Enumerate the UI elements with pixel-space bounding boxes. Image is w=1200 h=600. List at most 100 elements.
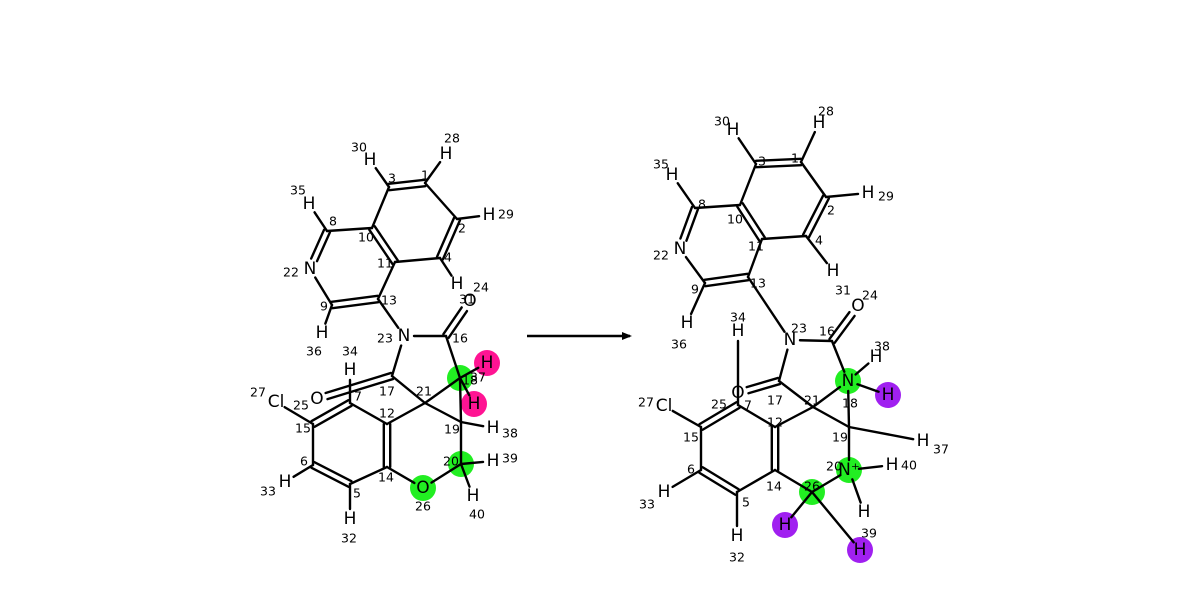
product-atom-index: 3 [758, 154, 766, 169]
product-atom-index: 20 [826, 459, 842, 474]
product-atom-index: 39 [861, 526, 877, 541]
reactant-atom-index: 6 [300, 454, 308, 469]
reactant-atom-symbol: Cl [268, 392, 285, 412]
reactant-atom-symbol: O [310, 389, 323, 409]
reactant-atom-index: 34 [342, 344, 358, 359]
product-atom-symbol: H [882, 385, 895, 405]
reactant-atom-index: 30 [351, 140, 367, 155]
reactant-atom-index: 21 [416, 384, 432, 399]
reactant-atom-index: 28 [444, 131, 460, 146]
reactant-atom-index: 24 [473, 280, 489, 295]
product-atom-index: 4 [815, 233, 823, 248]
product-bond [703, 272, 750, 288]
reactant-atom-symbol: H [487, 418, 500, 438]
product-bond [770, 425, 780, 472]
reactant-bond [455, 215, 481, 221]
reactant-bond [459, 462, 471, 488]
reactant-bond [423, 160, 442, 185]
product-atom-symbol: H [858, 502, 871, 522]
reactant-bond [385, 465, 416, 485]
product-atom-index: 6 [687, 462, 695, 477]
reactant-atom-index: 4 [444, 250, 452, 265]
product-bond [689, 281, 707, 316]
reactant-atom-symbol: H [483, 205, 496, 225]
product-atom-index: 35 [653, 157, 669, 172]
product-bonds [671, 130, 915, 544]
reactant-bond [309, 228, 332, 263]
product-atom-index: 14 [766, 479, 782, 494]
reactant-bond [376, 297, 400, 330]
reactant-atom-index: 17 [379, 384, 395, 399]
product-bond [811, 385, 842, 409]
reactant-atom-index: 37 [470, 370, 486, 385]
product-bond [737, 137, 758, 166]
reactant-atom-index: 15 [295, 421, 311, 436]
reactant-atom-symbol: N [304, 259, 317, 279]
reactant-atom-index: 12 [379, 406, 395, 421]
reactant-atom-symbol: H [487, 451, 500, 471]
reactant-atom-index: 8 [329, 214, 337, 229]
reactant-bond [385, 401, 427, 426]
product-atom-symbol: H [917, 431, 930, 451]
product-atom-index: 32 [729, 550, 745, 565]
product-bond [679, 205, 700, 242]
product-bond [847, 389, 851, 429]
reactant-atom-symbol: H [303, 194, 316, 214]
reactant-bond [376, 260, 397, 301]
product-bond [684, 255, 707, 285]
product-atom-symbol: H [658, 482, 671, 502]
reactant-atom-index: 26 [415, 499, 431, 514]
reactant-bond [283, 405, 315, 426]
product-atom-index: 31 [835, 283, 851, 298]
product-atom-symbol: H [813, 113, 826, 133]
product-bond [693, 203, 742, 210]
product-bond [745, 376, 782, 395]
reactant-bond [368, 225, 399, 265]
product-atom-symbol: H [854, 540, 867, 560]
product-atom-index: 15 [683, 430, 699, 445]
product-bond [746, 275, 786, 333]
reactant-bonds [283, 160, 485, 511]
reactant-indices: 1234567891011121314151617181920212223242… [250, 131, 518, 546]
product-atom-symbol: O [731, 383, 744, 403]
reactant-bond [438, 256, 453, 277]
reactant-bond [442, 306, 469, 340]
reactant-bond [292, 463, 315, 479]
product-atom-symbol: H [779, 515, 792, 535]
product-atom-index: 21 [804, 393, 820, 408]
reactant-atom-index: 11 [377, 256, 393, 271]
product-bond [760, 234, 808, 241]
product-bond [777, 379, 815, 409]
reactant-bond [348, 401, 389, 426]
reactant-atom-symbol: H [467, 486, 480, 506]
product-bond [830, 339, 846, 373]
product-bond [854, 362, 870, 376]
reactant-bond [387, 178, 427, 192]
reactant-atom-symbol: H [468, 394, 481, 414]
product-bond [810, 473, 842, 494]
product-atom-highlight [772, 512, 798, 538]
reactant-bond [423, 376, 462, 405]
reactant-atom-symbol: H [451, 274, 464, 294]
reactant-atom-index: 13 [381, 293, 397, 308]
reactant-atom-symbol: H [364, 150, 377, 170]
reactant-bond [444, 334, 462, 380]
reactant-atom-symbol: N [398, 326, 411, 346]
reactant-bond [313, 211, 329, 233]
product-bond [676, 182, 697, 210]
product-atom-symbol: H [827, 261, 840, 281]
reactant-atom-symbol: H [481, 353, 494, 373]
reactant-atom-symbol: H [279, 472, 292, 492]
reactant-atom-index: 7 [354, 389, 362, 404]
reactant-atom-index: 9 [320, 299, 328, 314]
reactant-bond [348, 465, 389, 486]
product-bond [798, 339, 834, 343]
reactant-atom-index: 25 [293, 398, 309, 413]
product-atom-symbol: Cl [656, 396, 673, 416]
reactant-bond [459, 420, 485, 428]
reactant-bond [459, 460, 485, 466]
product-bond [856, 383, 880, 393]
reactant-bond [382, 422, 392, 469]
